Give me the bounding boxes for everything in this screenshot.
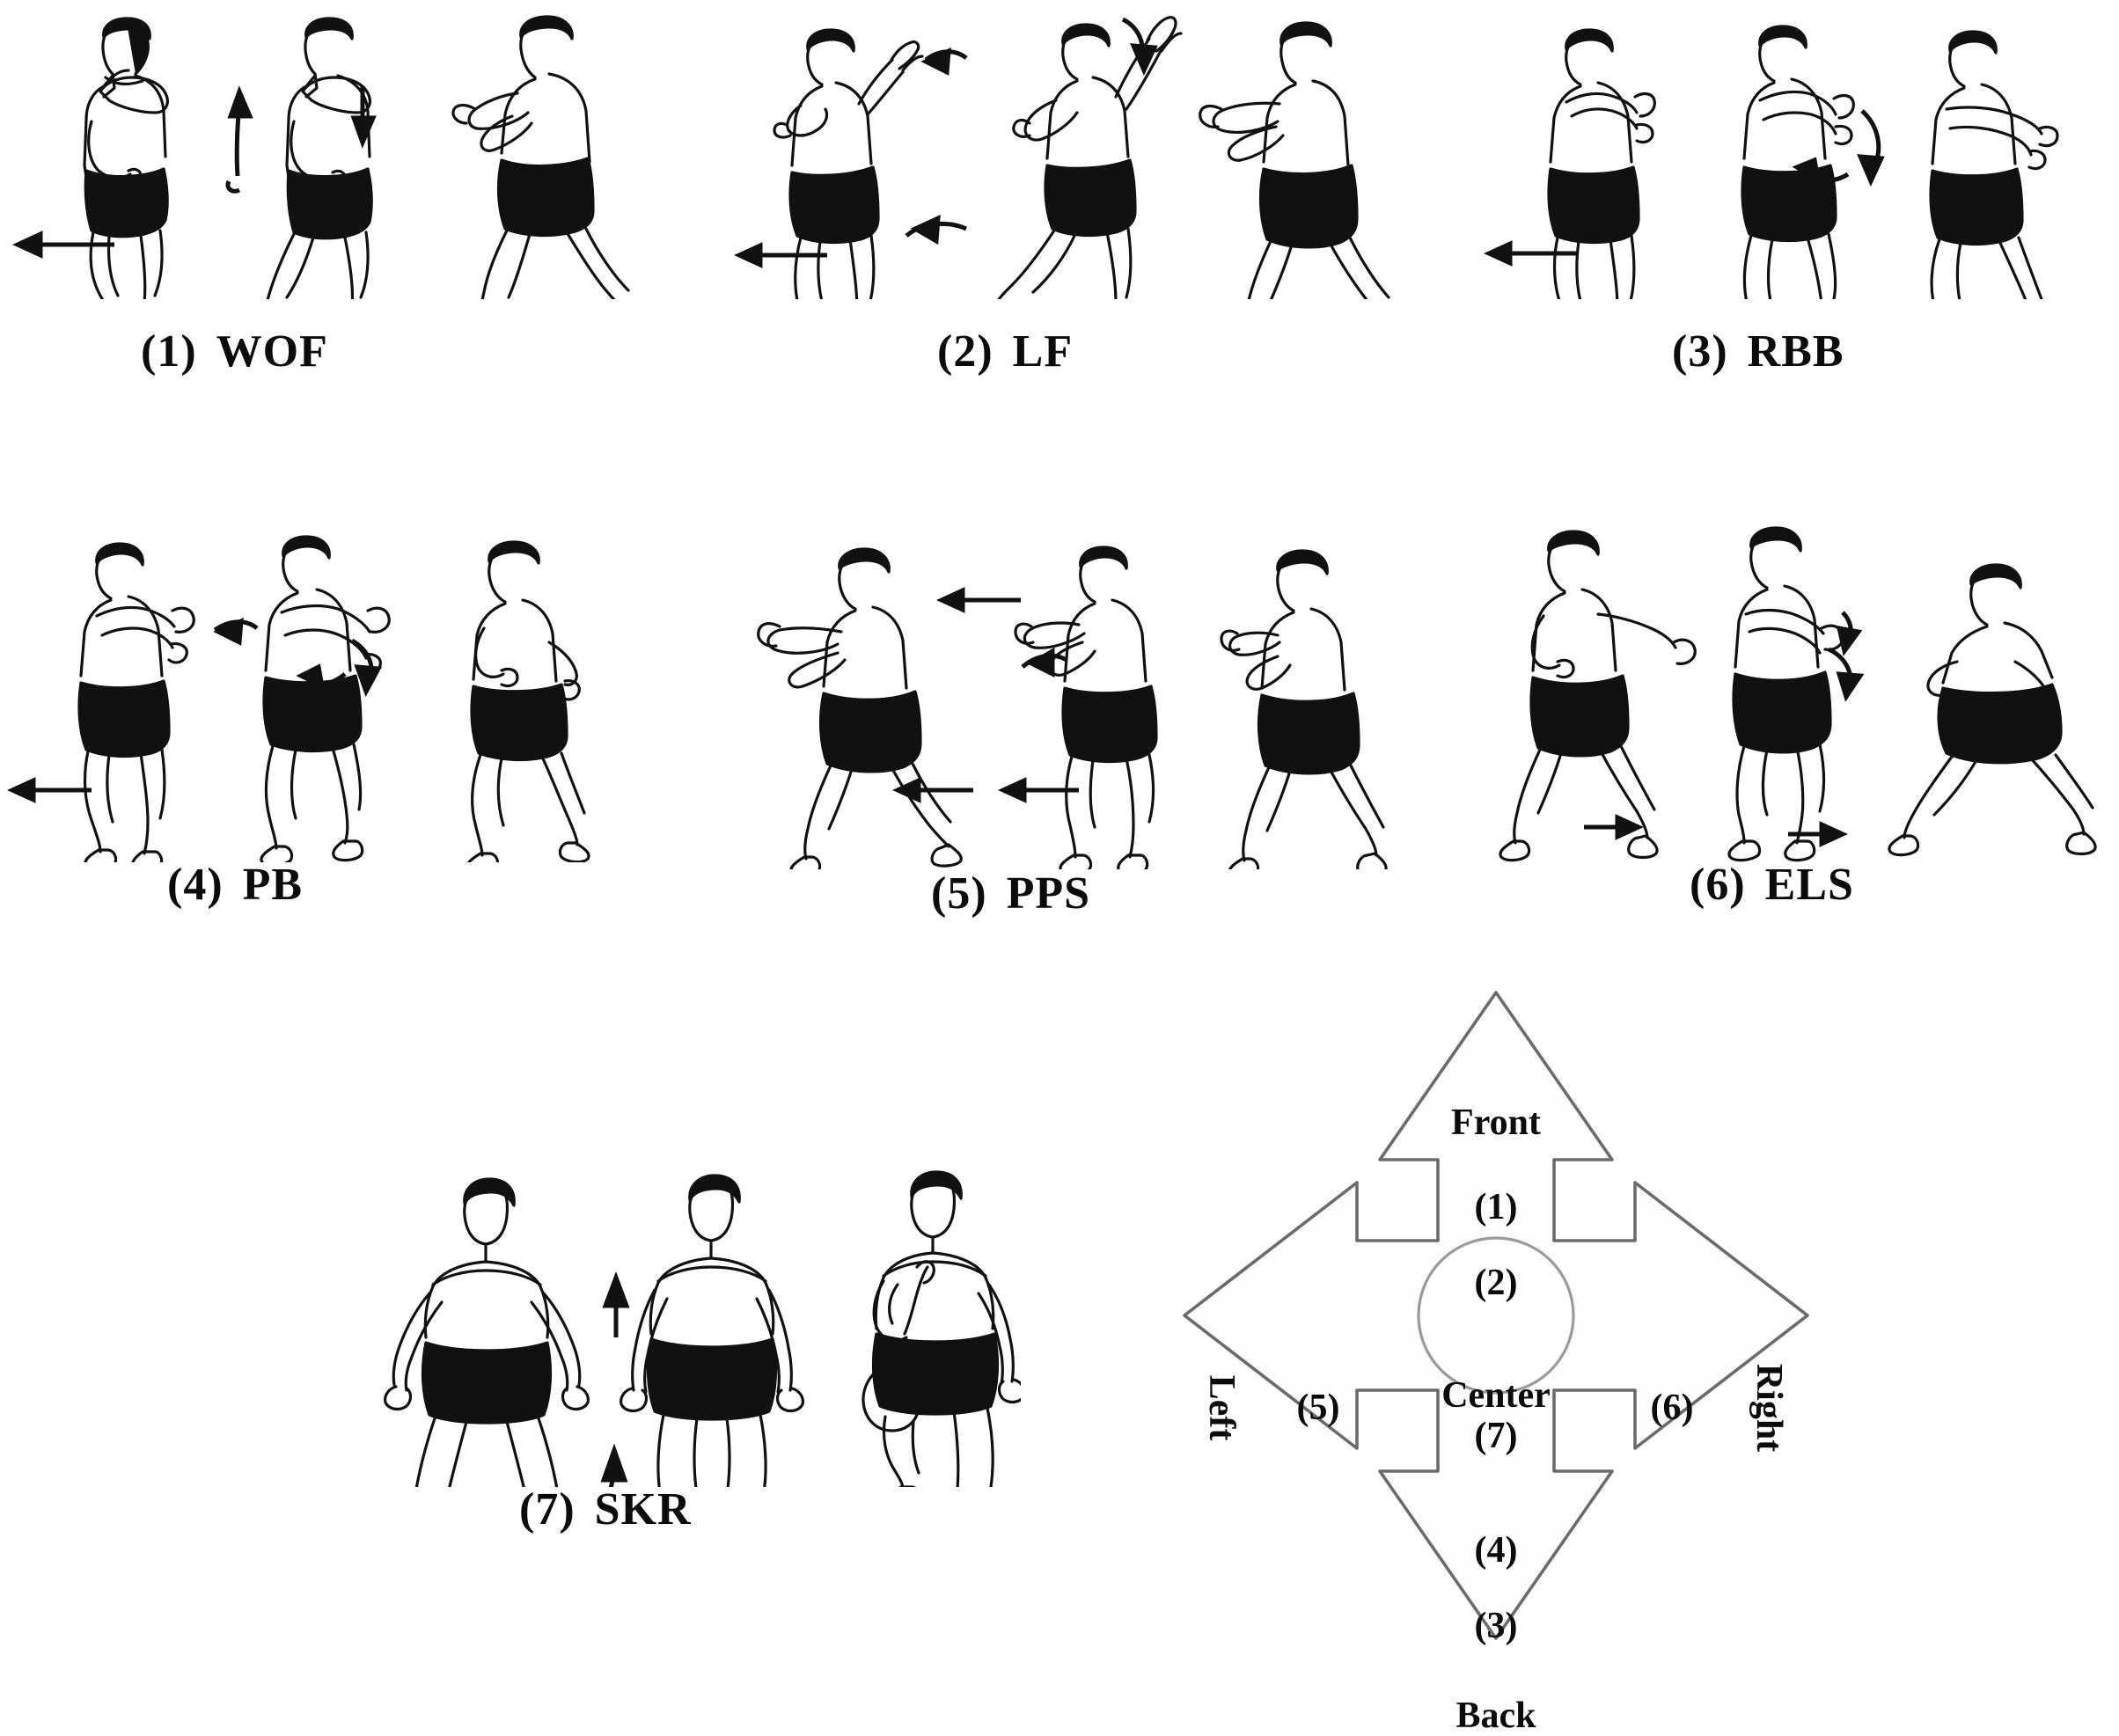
compass-center-label: Center: [1441, 1374, 1551, 1416]
compass-left-step: (5): [1296, 1387, 1340, 1428]
panel-4-number: (4): [167, 860, 224, 910]
compass-right-label: Right: [1749, 1363, 1790, 1453]
panel-3-rbb: (3) RBB: [1478, 0, 2119, 375]
compass-back-label: Back: [1455, 1695, 1536, 1736]
panel-1-illustration: [12, 15, 630, 299]
panel-2-caption: (2) LF: [937, 329, 1073, 375]
panel-7-number: (7): [519, 1484, 576, 1535]
panel-6-number: (6): [1690, 860, 1746, 910]
compass-front-step-1: (1): [1474, 1186, 1518, 1227]
compass-back-step-1: (4): [1474, 1529, 1518, 1571]
foot-arrow-left-2: [997, 777, 1079, 803]
panel-4-abbr: PB: [242, 860, 304, 910]
center-circle: [1417, 1236, 1575, 1395]
compass-center-step: (7): [1474, 1415, 1518, 1456]
compass-shape: [1183, 991, 1809, 1640]
panel-2-number: (2): [937, 326, 994, 377]
direction-arrow-left: [1483, 240, 1577, 267]
panel-7-abbr: SKR: [594, 1484, 692, 1535]
panel-7-illustration: [384, 1170, 1021, 1487]
panel-6-illustration: [1499, 526, 2097, 862]
direction-arrow-left: [733, 242, 827, 268]
motion-arrow-up-1: [602, 1271, 630, 1337]
panel-7-skr: (7) SKR: [370, 1135, 1021, 1533]
panel-6-abbr: ELS: [1764, 860, 1854, 910]
panel-6-els: (6) ELS: [1478, 510, 2119, 908]
compass-front-step-2: (2): [1474, 1262, 1518, 1303]
panel-5-caption: (5) PPS: [931, 871, 1090, 917]
panel-5-abbr: PPS: [1006, 868, 1091, 919]
panel-4-caption: (4) PB: [167, 862, 303, 908]
motion-arrow-left-upper: [935, 587, 1021, 613]
compass-left-label: Left: [1201, 1374, 1243, 1441]
direction-compass-diagram: Front (1) (2) Center (7) (5) Left (6) Ri…: [1153, 977, 1839, 1735]
direction-arrow-left: [12, 231, 114, 259]
panel-2-lf: (2) LF: [730, 0, 1434, 375]
foot-arrow-right-1: [1584, 814, 1645, 840]
compass-front-label: Front: [1451, 1102, 1541, 1143]
panel-4-illustration: [6, 535, 590, 862]
foot-arrow-left-1: [891, 777, 973, 803]
panel-1-number: (1): [141, 326, 197, 377]
compass-right-step: (6): [1650, 1387, 1694, 1428]
motion-arrow-up-2: [600, 1443, 628, 1487]
panel-5-number: (5): [931, 868, 987, 919]
panel-7-caption: (7) SKR: [519, 1487, 692, 1533]
panel-3-caption: (3) RBB: [1672, 329, 1844, 375]
panel-2-illustration: [733, 16, 1390, 299]
panel-3-number: (3): [1672, 326, 1728, 377]
compass-back-step-2: (3): [1474, 1605, 1518, 1646]
panel-5-illustration: [757, 546, 1388, 869]
panel-5-pps: (5) PPS: [730, 526, 1399, 917]
panel-1-caption: (1) WOF: [141, 329, 328, 375]
panel-6-caption: (6) ELS: [1690, 862, 1854, 908]
panel-1-abbr: WOF: [216, 326, 328, 377]
panel-2-abbr: LF: [1012, 326, 1074, 377]
panel-4-pb: (4) PB: [0, 510, 669, 908]
direction-arrow-left: [6, 777, 92, 803]
panel-3-abbr: RBB: [1747, 326, 1844, 377]
foot-arrow-right-2: [1788, 821, 1849, 847]
panel-3-illustration: [1483, 25, 2059, 299]
panel-1-wof: (1) WOF: [0, 0, 704, 375]
